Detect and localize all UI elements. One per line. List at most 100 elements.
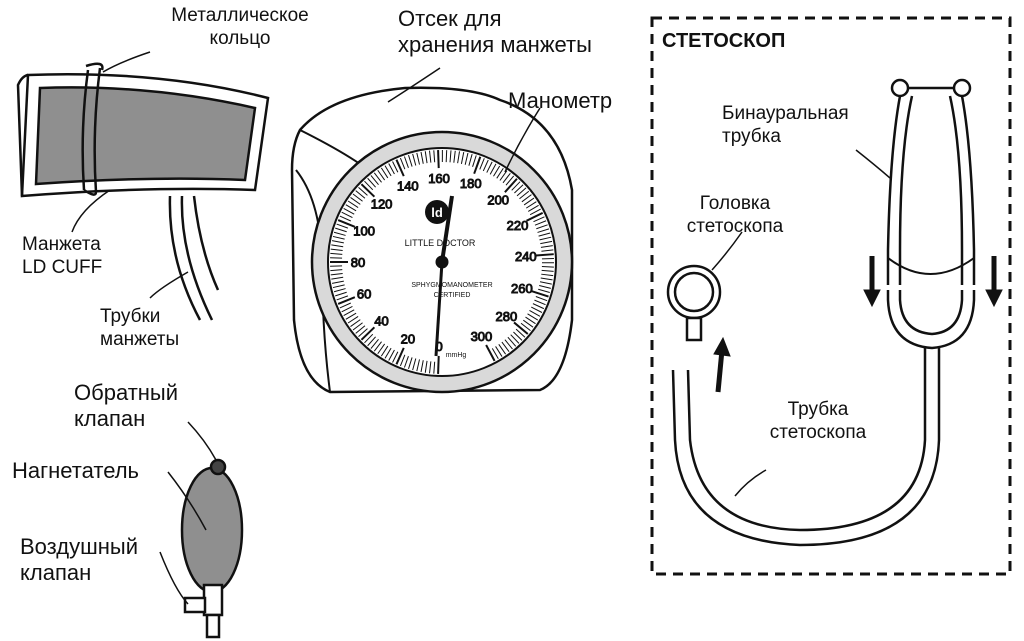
- label-air-valve: Воздушный клапан: [20, 534, 138, 586]
- arrows: [713, 256, 1003, 393]
- label-chestpiece-line1: Головка: [699, 193, 771, 214]
- label-metal-ring-line1: Металлическое: [171, 5, 309, 26]
- gauge-tick: [330, 269, 343, 272]
- cuff-illustration: [16, 62, 270, 321]
- gauge-tick: [399, 157, 406, 170]
- gauge-tick: [424, 360, 428, 373]
- gauge-tick: [539, 236, 552, 241]
- gauge-tick: [380, 345, 389, 357]
- gauge-tick: [347, 316, 359, 324]
- gauge-tick: [525, 201, 537, 209]
- gauge-tick: [364, 333, 374, 344]
- gauge-tick: [538, 288, 550, 293]
- label-storage: Отсек для хранения манжеты: [398, 6, 592, 58]
- gauge-tick: [541, 269, 554, 272]
- label-binaural-line1: Бинауральная: [722, 103, 849, 124]
- gauge-tick: [345, 204, 357, 212]
- gauge-tick: [485, 344, 496, 362]
- gauge-tick-label: 80: [351, 255, 365, 270]
- gauge-tick: [360, 183, 376, 198]
- gauge-tick: [539, 285, 551, 289]
- stethoscope-title: СТЕТОСКОП: [662, 30, 785, 53]
- gauge-tick: [515, 328, 526, 338]
- label-check-valve-line1: Обратный: [74, 380, 179, 405]
- gauge-tick: [532, 303, 545, 310]
- gauge-tick: [529, 208, 541, 216]
- gauge-tick: [499, 170, 508, 181]
- gauge-tick: [429, 361, 432, 374]
- label-chestpiece-line2: стетоскопа: [686, 216, 784, 237]
- gauge-tick: [331, 280, 344, 284]
- gauge-tick: [358, 328, 368, 338]
- gauge-needle: [434, 261, 444, 357]
- label-bulb: Нагнетатель: [12, 458, 139, 484]
- gauge-tick: [345, 312, 357, 320]
- gauge-tick: [479, 158, 485, 170]
- gauge-tick: [453, 150, 456, 163]
- gauge-tick: [339, 215, 351, 222]
- gauge-tick-label: 180: [460, 176, 482, 191]
- gauge-tick: [341, 306, 353, 313]
- gauge-tick: [343, 309, 355, 317]
- gauge-tick: [535, 253, 554, 257]
- gauge-logo: ld: [425, 200, 449, 224]
- gauge-brand: LITTLE DOCTOR: [405, 238, 476, 248]
- gauge-tick: [493, 165, 501, 177]
- gauge-tick: [541, 273, 554, 277]
- gauge-tick: [330, 252, 343, 255]
- stethoscope-illustration: [666, 78, 976, 547]
- gauge-tick: [352, 193, 363, 202]
- gauge-tick: [370, 175, 379, 186]
- gauge-tick: [339, 302, 351, 309]
- gauge-tick: [343, 207, 355, 215]
- gauge-tick: [449, 150, 452, 163]
- gauge-tick: [460, 152, 465, 165]
- gauge-tick: [472, 155, 477, 167]
- gauge-tick: [380, 167, 389, 179]
- gauge-tick: [486, 161, 493, 173]
- stethoscope-title-text: СТЕТОСКОП: [662, 30, 786, 52]
- gauge-tick: [337, 296, 356, 305]
- label-manometer-text: Манометр: [508, 88, 613, 113]
- gauge-sub2: CERTIFIED: [434, 292, 471, 299]
- gauge-tick: [350, 319, 361, 327]
- gauge-tick: [468, 153, 473, 166]
- label-air-valve-line1: Воздушный: [20, 534, 139, 559]
- gauge-tick: [473, 156, 482, 175]
- gauge-tick: [513, 331, 523, 341]
- gauge-tick: [505, 175, 515, 186]
- gauge-tick: [331, 276, 344, 280]
- gauge-tick: [399, 354, 406, 367]
- label-steth-tube: Трубка стетоскопа: [748, 398, 888, 444]
- gauge-tick-label: 240: [515, 249, 537, 264]
- gauge-tick: [341, 211, 353, 218]
- gauge-tick: [519, 190, 530, 200]
- label-manometer: Манометр: [508, 88, 612, 114]
- label-steth-tube-line2: стетоскопа: [769, 422, 867, 443]
- label-steth-tube-line1: Трубка: [787, 399, 849, 420]
- gauge-tick: [540, 240, 553, 245]
- gauge-tick: [392, 161, 399, 173]
- gauge-tick: [408, 154, 413, 167]
- gauge-tick: [384, 347, 392, 359]
- gauge-tick: [331, 240, 344, 244]
- gauge-tick: [527, 204, 539, 212]
- gauge-tick: [534, 299, 546, 306]
- label-check-valve: Обратный клапан: [74, 380, 178, 432]
- gauge-tick: [331, 244, 344, 248]
- gauge-tick: [445, 150, 448, 163]
- gauge-tick-label: 140: [397, 178, 419, 193]
- gauge-tick: [350, 197, 361, 205]
- gauge-tick: [482, 159, 489, 172]
- gauge-tick: [373, 341, 382, 352]
- gauge-tick: [433, 361, 436, 374]
- gauge-tick: [370, 338, 379, 349]
- gauge-tick: [491, 348, 499, 360]
- gauge-tick: [420, 360, 424, 373]
- gauge-tick: [420, 151, 424, 164]
- label-air-valve-line2: клапан: [20, 560, 92, 585]
- gauge-logo-text: ld: [431, 205, 443, 220]
- label-metal-ring: Металлическое кольцо: [150, 4, 330, 50]
- label-binaural: Бинауральная трубка: [722, 102, 849, 148]
